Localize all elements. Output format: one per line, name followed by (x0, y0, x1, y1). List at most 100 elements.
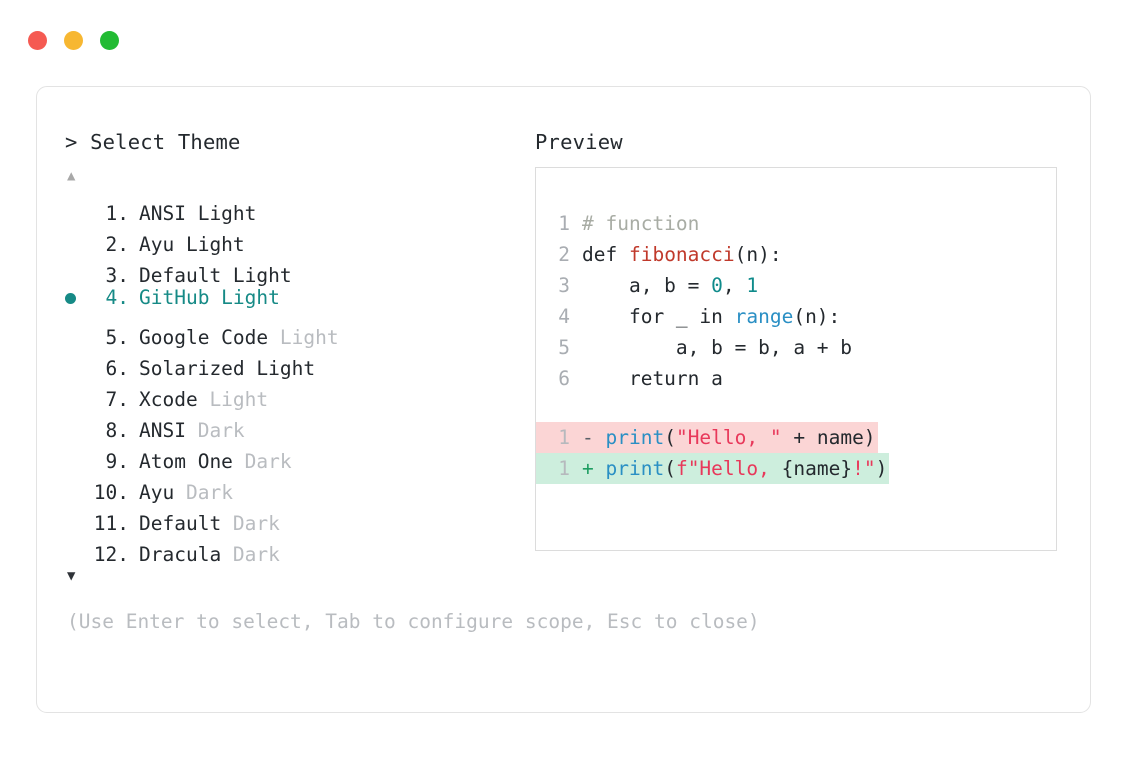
selection-bullet-icon (65, 344, 93, 375)
code-token: !" (852, 457, 876, 480)
theme-item-name: Atom One Dark (139, 446, 292, 477)
theme-item-variant: Light (268, 326, 339, 349)
scroll-up-icon[interactable]: ▲ (67, 168, 76, 184)
selection-bullet-icon (65, 189, 93, 220)
theme-item-name: Dracula Dark (139, 539, 280, 570)
theme-item-index: 2. (105, 233, 129, 256)
code-line-number: 1 (558, 212, 570, 235)
theme-list-item[interactable]: 5.Google Code Light (65, 313, 535, 349)
code-token: for _ in (582, 305, 735, 328)
theme-list-item[interactable]: 1. ANSI Light (65, 189, 535, 225)
theme-item-name: Default Light (139, 260, 292, 291)
theme-item-index: 3. (105, 264, 129, 287)
theme-list-panel: > Select Theme ▲ 1. ANSI Light 2. Ayu Light… (65, 129, 535, 585)
theme-item-index: 10. (93, 481, 129, 504)
selection-bullet-icon (65, 437, 93, 468)
selection-bullet-icon (65, 283, 93, 314)
code-line: 1 # function (536, 208, 1056, 239)
diff-line-number: 1 (536, 422, 582, 453)
code-token: # function (582, 212, 700, 235)
code-token (594, 426, 606, 449)
code-line: 2 def fibonacci(n): (536, 239, 1056, 270)
theme-item-index: 5. (105, 326, 129, 349)
code-token: (n): (793, 305, 841, 328)
theme-item-name-main: Default (139, 512, 222, 535)
diff-line-text: - print("Hello, " + name) (582, 422, 878, 453)
theme-item-name-main: Atom One (139, 450, 233, 473)
code-token: fibonacci (628, 243, 735, 266)
diff-sign: - (582, 426, 594, 449)
code-spacer (536, 394, 1056, 422)
preview-heading: Preview (535, 130, 623, 154)
theme-item-index: 12. (93, 543, 129, 566)
code-token: {name} (781, 457, 853, 480)
panels-container: > Select Theme ▲ 1. ANSI Light 2. Ayu Light… (65, 129, 1062, 585)
theme-item-name: ANSI Dark (139, 415, 245, 446)
maximize-window-button[interactable] (100, 31, 119, 50)
minimize-window-button[interactable] (64, 31, 83, 50)
theme-item-name: GitHub Light (139, 282, 280, 313)
theme-item-name-main: ANSI Light (139, 202, 257, 225)
bullet-dot (65, 293, 76, 304)
code-token: def (582, 243, 629, 266)
theme-list-item[interactable]: 10.Ayu Dark (65, 468, 535, 504)
theme-item-name: Google Code Light (139, 322, 339, 353)
code-token: "Hello, " (675, 426, 782, 449)
theme-item-name-main: Ayu Light (139, 233, 245, 256)
window-traffic-lights (28, 31, 119, 50)
theme-item-index: 11. (93, 512, 129, 535)
selection-bullet-icon (65, 251, 93, 282)
selection-bullet-icon (65, 313, 93, 344)
theme-item-name: Ayu Light (139, 229, 245, 260)
theme-item-index: 1. (105, 202, 129, 225)
code-line-number: 3 (558, 274, 570, 297)
theme-item-name: Default Dark (139, 508, 280, 539)
theme-list-item[interactable]: 2. Ayu Light (65, 220, 535, 256)
code-token: 1 (746, 274, 759, 297)
code-token: ( (664, 426, 676, 449)
code-token: print (605, 457, 665, 480)
close-window-button[interactable] (28, 31, 47, 50)
code-line-text: # function (582, 208, 699, 239)
code-line-number: 2 (558, 243, 570, 266)
code-line: 4 for _ in range(n): (536, 301, 1056, 332)
selection-bullet-icon (65, 375, 93, 406)
code-token: f"Hello, (675, 457, 782, 480)
selection-bullet-icon (65, 220, 93, 251)
select-theme-heading: > Select Theme (65, 130, 241, 154)
theme-item-name: Ayu Dark (139, 477, 233, 508)
code-line: 6 return a (536, 363, 1056, 394)
theme-selector-card: > Select Theme ▲ 1. ANSI Light 2. Ayu Light… (36, 86, 1091, 713)
theme-item-index: 4. (105, 286, 129, 309)
theme-item-index: 7. (105, 388, 129, 411)
theme-list-item[interactable]: 9.Atom One Dark (65, 437, 535, 473)
theme-list-item[interactable]: 8.ANSI Dark (65, 406, 535, 442)
theme-list-item[interactable]: 3.Default Light (65, 251, 535, 287)
code-token: 0 (711, 274, 723, 297)
selection-bullet-icon (65, 406, 93, 437)
scroll-down-icon[interactable]: ▼ (67, 568, 76, 584)
theme-item-name: Xcode Light (139, 384, 268, 415)
theme-item-name-main: Solarized Light (139, 357, 316, 380)
code-token: (n): (734, 243, 782, 266)
theme-item-name-main: ANSI (139, 419, 186, 442)
code-line-text: a, b = b, a + b (582, 332, 852, 363)
theme-list-item[interactable]: 7.Xcode Light (65, 375, 535, 411)
theme-item-variant: Light (197, 388, 269, 411)
diff-line-text: + print(f"Hello, {name}!") (582, 453, 890, 484)
theme-item-index: 8. (105, 419, 129, 442)
theme-item-name-main: Dracula (139, 543, 222, 566)
theme-item-index: 6. (105, 357, 129, 380)
theme-list-item[interactable]: 11. Default Dark (65, 499, 535, 535)
diff-block: 1- print("Hello, " + name)1+ print(f"Hel… (536, 422, 1056, 484)
theme-list-item[interactable]: 6. Solarized Light (65, 344, 535, 380)
theme-item-variant: Dark (221, 512, 280, 535)
code-line-number: 4 (558, 305, 570, 328)
code-token (594, 457, 606, 480)
theme-list-item[interactable]: 4. GitHub Light (65, 282, 535, 313)
code-token: a, b = (582, 274, 712, 297)
selection-bullet-icon (65, 499, 93, 530)
theme-list-item[interactable]: 12.Dracula Dark (65, 530, 535, 566)
